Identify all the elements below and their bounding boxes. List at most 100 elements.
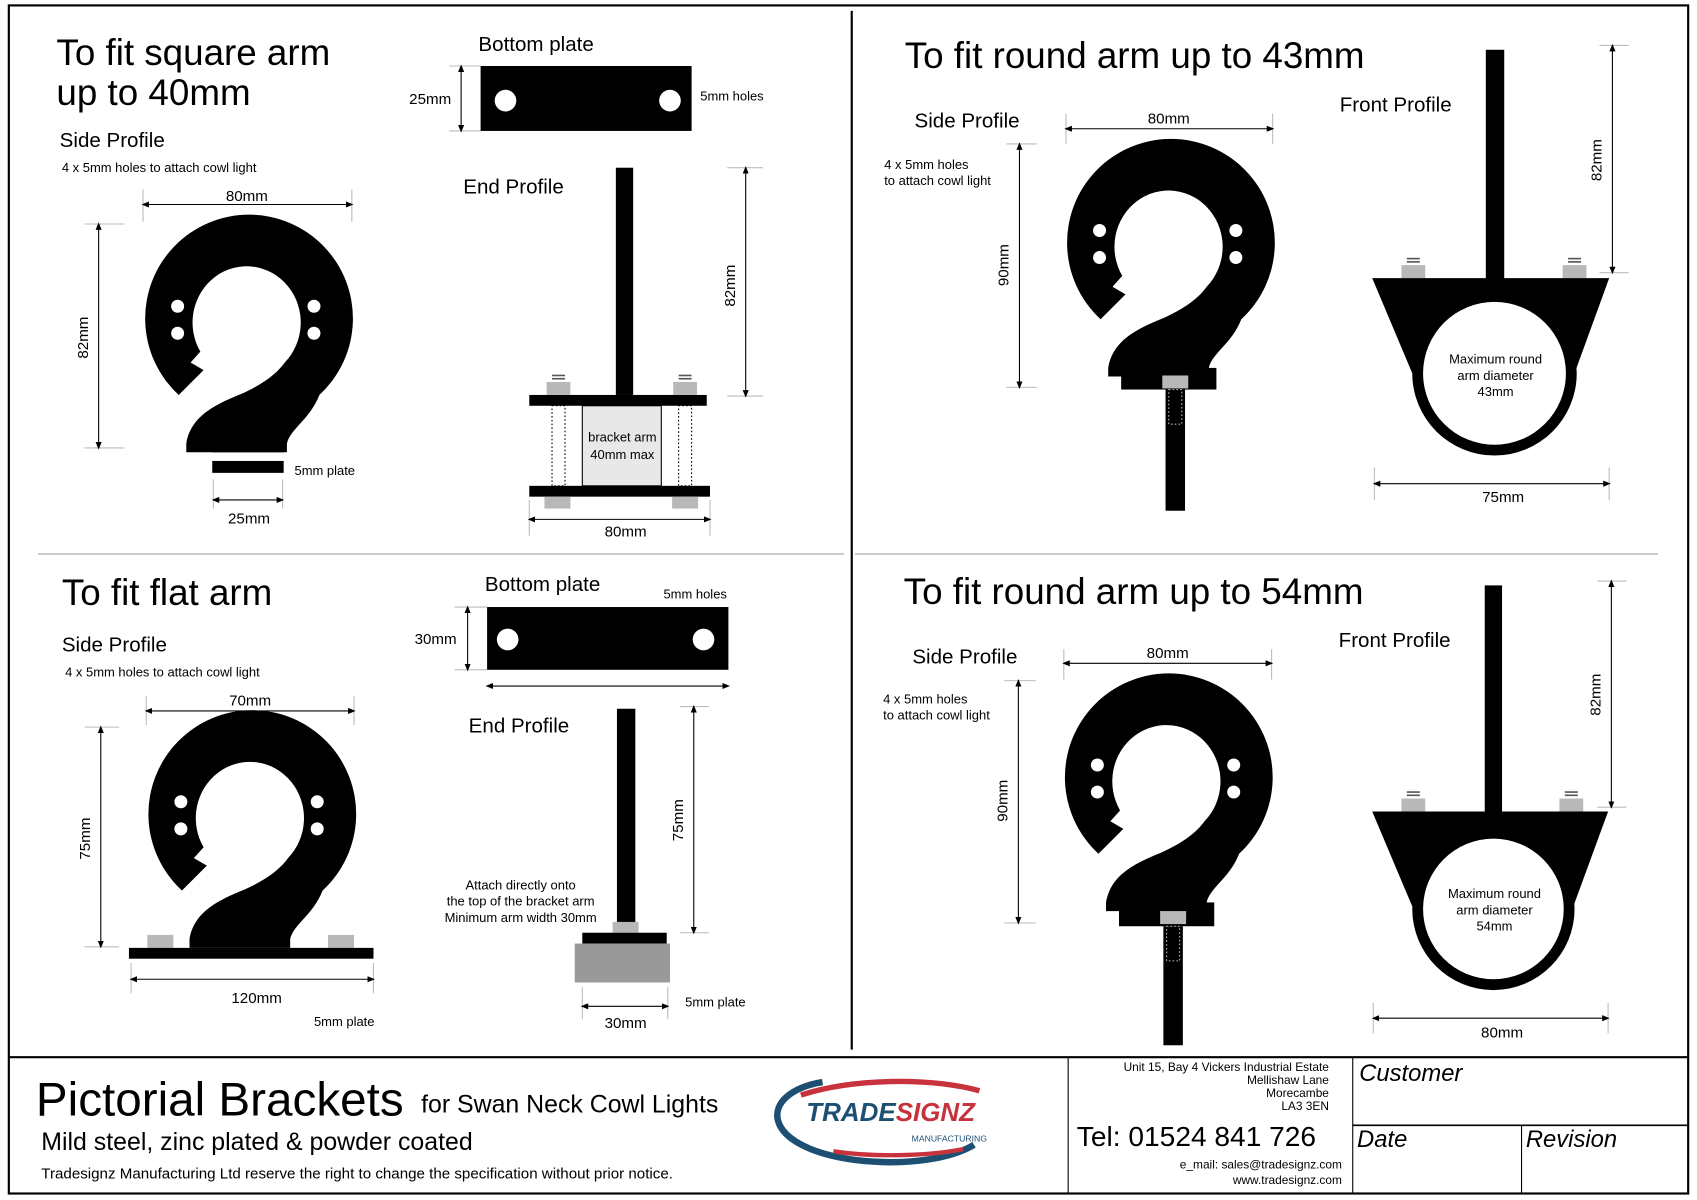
front-profile-label: Front Profile xyxy=(1339,629,1451,652)
section-title: To fit flat arm xyxy=(62,572,272,613)
section-title: To fit square arm xyxy=(56,32,330,73)
arm-label: bracket arm xyxy=(588,429,656,444)
document-subtitle: for Swan Neck Cowl Lights xyxy=(421,1090,718,1118)
holes-note-2: to attach cowl light xyxy=(883,708,990,723)
swan-neck-bracket-side xyxy=(145,214,353,453)
address-line: Unit 15, Bay 4 Vickers Industrial Estate xyxy=(1124,1060,1330,1074)
stem xyxy=(615,167,634,395)
address-line: Morecambe xyxy=(1266,1086,1329,1100)
front-height-label: 82mm xyxy=(1589,139,1606,181)
attach-note-3: Minimum arm width 30mm xyxy=(445,910,597,925)
address-line: LA3 3EN xyxy=(1281,1099,1329,1113)
section-title: To fit round arm up to 43mm xyxy=(905,35,1365,76)
max-label-2: arm diameter xyxy=(1457,368,1534,383)
swan-neck-bracket-side xyxy=(1064,673,1273,912)
swan-neck-bracket-side xyxy=(1067,138,1275,377)
bottom-plate-drawing xyxy=(487,607,729,670)
holes-label: 5mm holes xyxy=(663,586,727,601)
logo-text-2: SIGNZ xyxy=(896,1097,976,1127)
holes-note: 4 x 5mm holes xyxy=(884,157,969,172)
max-label: Maximum round xyxy=(1449,352,1542,367)
date-field: Date xyxy=(1357,1126,1407,1153)
logo-subtext: MANUFACTURING xyxy=(912,1134,988,1144)
title-block: Pictorial Brackets for Swan Neck Cowl Li… xyxy=(8,1056,1689,1194)
arm-diameter-circle xyxy=(1423,301,1566,445)
stem xyxy=(616,708,636,926)
side-profile-label: Side Profile xyxy=(60,129,165,152)
max-label-2: arm diameter xyxy=(1456,902,1533,917)
material-note: Mild steel, zinc plated & powder coated xyxy=(41,1128,472,1156)
logo-text: TRADE xyxy=(806,1097,896,1127)
stem xyxy=(1484,585,1503,813)
side-profile-label: Side Profile xyxy=(915,110,1020,133)
width-label: 80mm xyxy=(1148,110,1190,127)
end-profile-label: End Profile xyxy=(463,176,564,199)
round-54-section: To fit round arm up to 54mm Side Profile… xyxy=(883,571,1627,1046)
email[interactable]: e_mail: sales@tradesignz.com xyxy=(1180,1158,1342,1172)
square-arm-section: To fit square arm up to 40mm Side Profil… xyxy=(56,32,764,541)
arm-label-2: 40mm max xyxy=(590,447,655,462)
end-plate-note: 5mm plate xyxy=(685,994,746,1009)
height-label: 75mm xyxy=(77,818,94,860)
revision-field: Revision xyxy=(1526,1126,1617,1153)
plate-width-label: 25mm xyxy=(228,511,270,528)
bolt xyxy=(1165,389,1186,511)
end-height-label: 75mm xyxy=(670,799,687,841)
flat-arm-block xyxy=(574,943,670,983)
plate-note: 5mm plate xyxy=(314,1014,375,1029)
base-width-label: 120mm xyxy=(231,990,281,1007)
document-title: Pictorial Brackets xyxy=(36,1074,404,1127)
swan-neck-bracket-side xyxy=(148,710,357,948)
height-label: 90mm xyxy=(996,244,1013,286)
holes-label: 5mm holes xyxy=(700,89,764,104)
address-line: Mellishaw Lane xyxy=(1247,1073,1329,1087)
max-label-3: 43mm xyxy=(1478,384,1514,399)
end-profile-label: End Profile xyxy=(469,715,570,738)
bottom-plate-height: 30mm xyxy=(415,631,457,648)
attach-note: Attach directly onto xyxy=(465,877,575,892)
front-width-label: 75mm xyxy=(1482,489,1524,506)
plate-note: 5mm plate xyxy=(294,463,355,478)
holes-note: 4 x 5mm holes to attach cowl light xyxy=(62,160,257,175)
top-plate xyxy=(212,441,284,453)
side-profile-label: Side Profile xyxy=(62,633,167,656)
bolt xyxy=(1163,926,1183,1046)
height-label: 90mm xyxy=(995,780,1012,822)
bottom-plate-label: Bottom plate xyxy=(485,573,600,596)
width-label: 70mm xyxy=(229,693,271,710)
width-label: 80mm xyxy=(226,188,268,205)
max-label: Maximum round xyxy=(1448,886,1541,901)
side-profile-label: Side Profile xyxy=(912,645,1017,668)
holes-note: 4 x 5mm holes to attach cowl light xyxy=(65,664,260,679)
end-width-label: 30mm xyxy=(605,1015,647,1032)
height-label: 82mm xyxy=(75,317,92,359)
bottom-plate-5mm xyxy=(212,460,284,473)
website[interactable]: www.tradesignz.com xyxy=(1232,1173,1342,1187)
bottom-plate-label: Bottom plate xyxy=(478,33,593,56)
base-plate xyxy=(128,947,374,959)
end-width-label: 80mm xyxy=(605,524,647,541)
front-height-label: 82mm xyxy=(1588,674,1605,716)
attach-note-2: the top of the bracket arm xyxy=(447,894,595,909)
telephone: Tel: 01524 841 726 xyxy=(1077,1121,1316,1152)
stem xyxy=(1485,49,1505,280)
holes-note: 4 x 5mm holes xyxy=(883,691,968,706)
tradesignz-logo: TRADESIGNZ MANUFACTURING xyxy=(774,1078,988,1166)
bracket-arm-box xyxy=(581,405,662,487)
width-label: 80mm xyxy=(1147,645,1189,662)
front-width-label: 80mm xyxy=(1481,1025,1523,1042)
end-height-label: 82mm xyxy=(722,265,739,307)
customer-field: Customer xyxy=(1359,1060,1463,1087)
flat-arm-section: To fit flat arm Side Profile 4 x 5mm hol… xyxy=(62,572,746,1032)
max-label-3: 54mm xyxy=(1476,919,1512,934)
holes-note-2: to attach cowl light xyxy=(884,173,991,188)
disclaimer: Tradesignz Manufacturing Ltd reserve the… xyxy=(41,1165,673,1182)
section-title-line2: up to 40mm xyxy=(56,72,250,113)
sheet-border xyxy=(7,4,1690,1195)
bottom-plate-height: 25mm xyxy=(409,91,451,108)
svg-text:TRADESIGNZ: TRADESIGNZ xyxy=(806,1097,976,1127)
front-profile-label: Front Profile xyxy=(1340,93,1452,116)
arm-diameter-circle xyxy=(1423,838,1564,980)
section-title: To fit round arm up to 54mm xyxy=(904,571,1364,612)
